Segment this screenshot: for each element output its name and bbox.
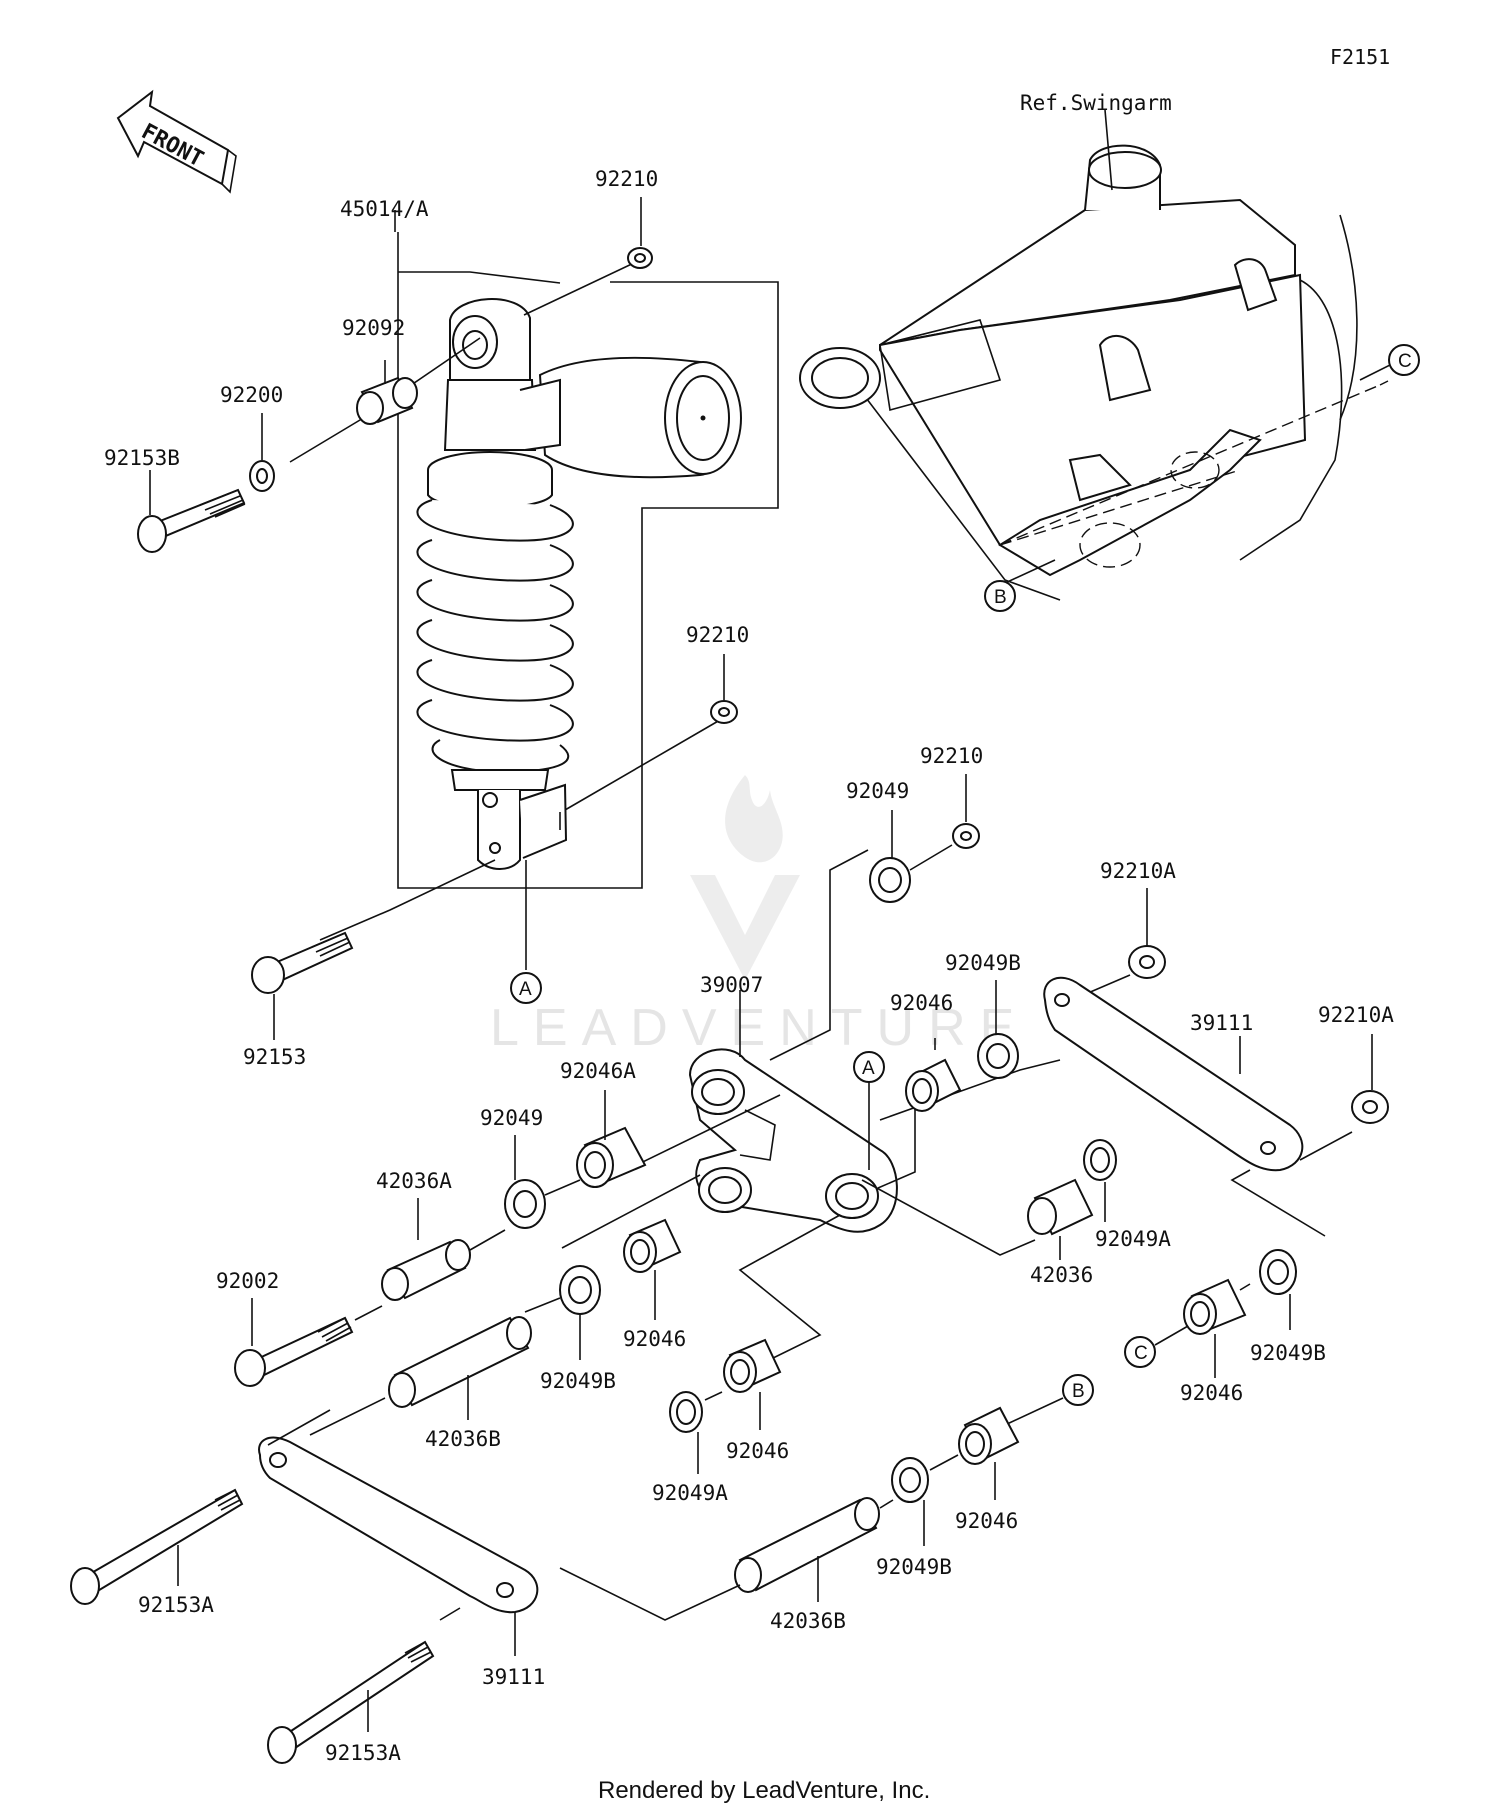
label-92210-mid: 92210 <box>686 623 749 647</box>
label-92046-bottom: 92046 <box>955 1509 1018 1533</box>
bearing-92046-right[interactable] <box>1183 1278 1247 1335</box>
seal-92049b-bottom[interactable] <box>891 1457 929 1503</box>
label-45014a: 45014/A <box>340 197 429 221</box>
label-92049a-low: 92049A <box>652 1481 728 1505</box>
label-42036: 42036 <box>1030 1263 1093 1287</box>
callout-a-linkage-text: A <box>862 1058 875 1079</box>
label-92046-low: 92046 <box>726 1439 789 1463</box>
seal-92049a-low[interactable] <box>669 1391 703 1433</box>
callout-b-lower: B <box>1062 1374 1094 1406</box>
label-92049b-right: 92049B <box>1250 1341 1326 1365</box>
figure-code: F2151 <box>1330 45 1390 69</box>
swingarm-reference-label: Ref.Swingarm <box>1020 91 1172 115</box>
bolt-92153b[interactable] <box>137 488 246 553</box>
seal-92049-upper[interactable] <box>869 857 911 903</box>
callout-b-text: B <box>994 587 1007 608</box>
swingarm-reference-drawing <box>799 109 1401 601</box>
watermark-text: LEADVENTURE <box>490 999 1028 1057</box>
bolt-92153[interactable] <box>251 931 354 994</box>
label-39111-right: 39111 <box>1190 1011 1253 1035</box>
seal-92049a-right[interactable] <box>1083 1139 1117 1181</box>
label-92153: 92153 <box>243 1045 306 1069</box>
label-92049b-bottom: 92049B <box>876 1555 952 1579</box>
bolt-92153a-upper[interactable] <box>70 1488 244 1605</box>
callout-c-text: C <box>1398 351 1412 372</box>
label-92153b: 92153B <box>104 446 180 470</box>
callout-c-upper: C <box>1388 344 1420 376</box>
leadventure-watermark: LEADVENTURE <box>490 775 1028 1057</box>
label-42036b-left: 42036B <box>425 1427 501 1451</box>
collar-42036[interactable] <box>1027 1178 1094 1236</box>
seal-92049-left[interactable] <box>504 1179 546 1229</box>
callout-a-shock: A <box>510 972 542 1004</box>
label-92153a-lower: 92153A <box>325 1741 401 1765</box>
seal-92049b-right[interactable] <box>1259 1249 1297 1295</box>
bolt-92153a-lower[interactable] <box>267 1640 435 1764</box>
label-92210a-top: 92210A <box>1100 859 1176 883</box>
label-92002: 92002 <box>216 1269 279 1293</box>
nut-92210-top[interactable] <box>627 247 653 269</box>
label-92049b-mid: 92049B <box>540 1369 616 1393</box>
collar-42036a[interactable] <box>381 1239 471 1301</box>
label-92049b-upper: 92049B <box>945 951 1021 975</box>
bearing-92046-low[interactable] <box>723 1338 782 1393</box>
callout-a-linkage: A <box>853 1051 885 1083</box>
label-92153a-upper: 92153A <box>138 1593 214 1617</box>
rocker-arm-39007[interactable] <box>688 1048 898 1233</box>
nut-92210-right[interactable] <box>952 823 980 849</box>
label-92092: 92092 <box>342 316 405 340</box>
link-39111-right[interactable] <box>1043 976 1304 1172</box>
nut-92210a-top[interactable] <box>1128 945 1166 979</box>
label-92200: 92200 <box>220 383 283 407</box>
label-42036b-bottom: 42036B <box>770 1609 846 1633</box>
bearing-92046-upper[interactable] <box>905 1058 962 1112</box>
bolt-92002[interactable] <box>234 1316 354 1387</box>
nut-92210a-right[interactable] <box>1351 1090 1389 1124</box>
bearing-92046-mid[interactable] <box>623 1218 682 1273</box>
link-39111-left[interactable] <box>258 1436 539 1614</box>
label-42036a: 42036A <box>376 1169 452 1193</box>
collar-42036b-bottom[interactable] <box>734 1497 880 1593</box>
label-39007: 39007 <box>700 973 763 997</box>
label-92210-top: 92210 <box>595 167 658 191</box>
collar-92092[interactable] <box>356 376 418 425</box>
bearing-92046a[interactable] <box>576 1126 647 1188</box>
credit-text: Rendered by LeadVenture, Inc. <box>598 1777 930 1804</box>
label-92210-right: 92210 <box>920 744 983 768</box>
label-92046-mid: 92046 <box>623 1327 686 1351</box>
label-92046-upper: 92046 <box>890 991 953 1015</box>
front-arrow-icon[interactable]: FRONT <box>116 89 237 194</box>
callout-b-lower-text: B <box>1072 1381 1085 1402</box>
callout-a-text: A <box>519 979 532 1000</box>
label-92049-left: 92049 <box>480 1106 543 1130</box>
seal-92049b-mid[interactable] <box>559 1265 601 1315</box>
callout-b-upper: B <box>984 580 1016 612</box>
label-92049-upper: 92049 <box>846 779 909 803</box>
bearing-92046-bottom[interactable] <box>958 1406 1020 1465</box>
washer-92200[interactable] <box>249 460 275 492</box>
label-92046a: 92046A <box>560 1059 636 1083</box>
shock-assembly-bracket <box>397 232 779 889</box>
callout-c-lower-text: C <box>1134 1343 1148 1364</box>
callout-c-lower: C <box>1124 1336 1156 1368</box>
label-92046-right: 92046 <box>1180 1381 1243 1405</box>
nut-92210-mid[interactable] <box>710 700 738 724</box>
label-92210a-right: 92210A <box>1318 1003 1394 1027</box>
label-92049a-right: 92049A <box>1095 1227 1171 1251</box>
label-39111-left: 39111 <box>482 1665 545 1689</box>
shock-absorber-drawing <box>416 298 742 870</box>
collar-42036b-left[interactable] <box>388 1316 532 1408</box>
seal-92049b-upper[interactable] <box>977 1033 1019 1079</box>
